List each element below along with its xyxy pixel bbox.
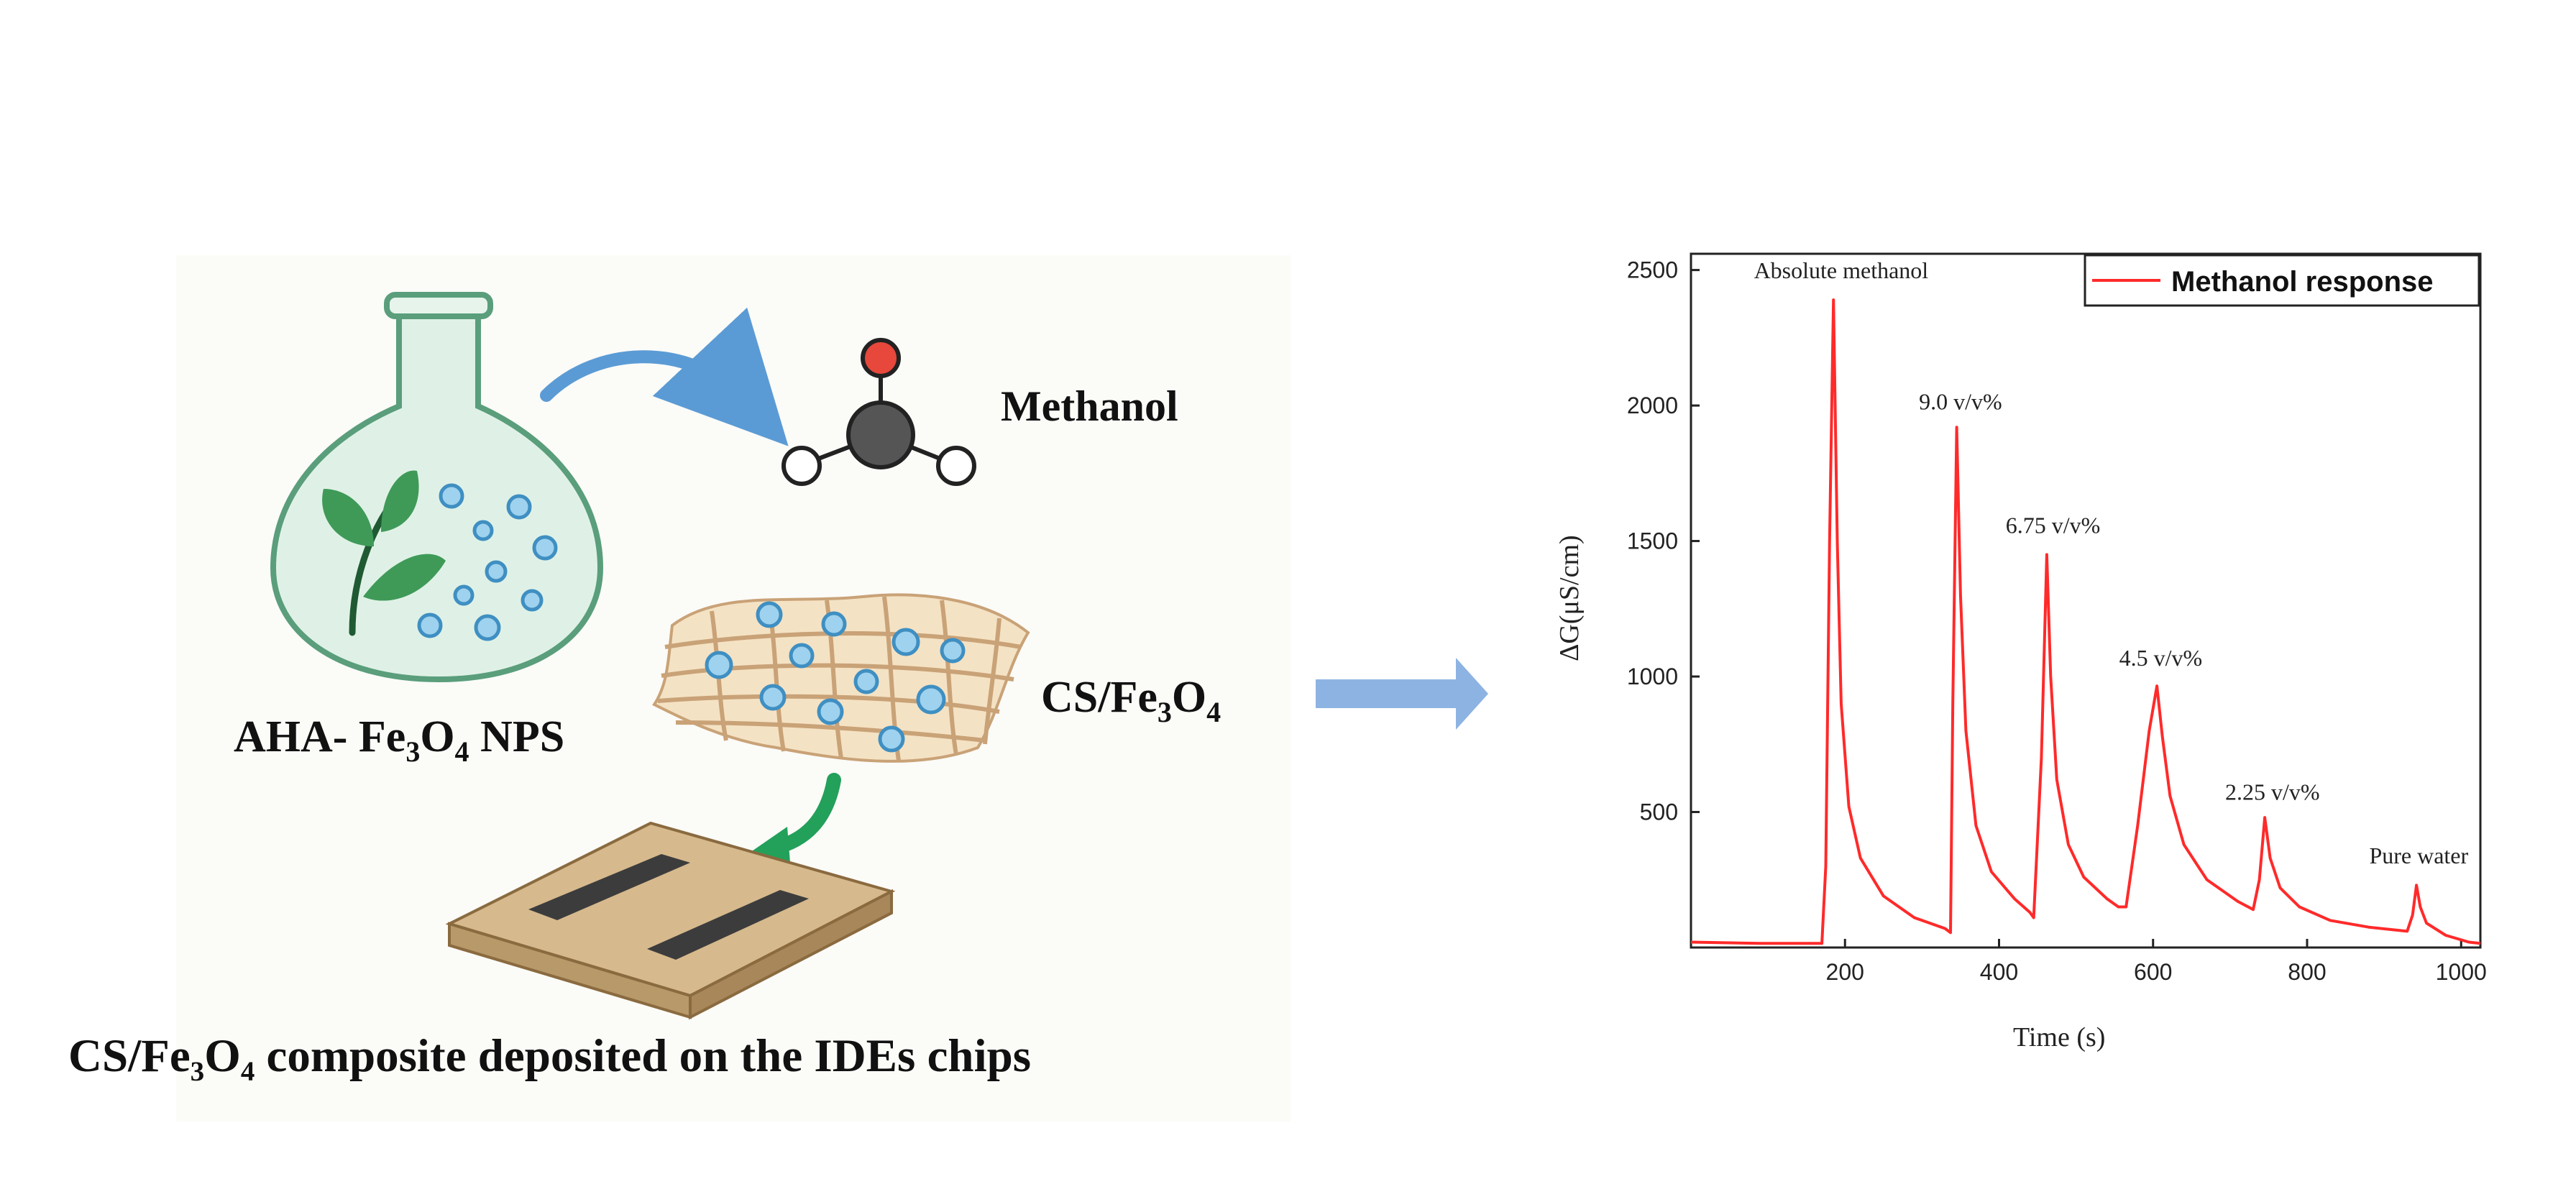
ide-chip-illustration [445,821,896,1020]
series-line-methanol-response [1690,298,2481,945]
carbon-atom [846,400,915,469]
leaf-icon [322,470,446,636]
peak-annotation: Pure water [2369,843,2468,868]
deposition-caption: CS/Fe₃O₄ composite deposited on the IDEs… [68,1030,1031,1082]
y-tick-label: 1000 [1627,664,1678,689]
y-tick-label: 1500 [1627,528,1678,554]
x-tick-label: 800 [2288,959,2326,985]
y-tick-label: 2000 [1627,393,1678,418]
peak-annotation: 9.0 v/v% [1919,389,2002,415]
y-tick-label: 2500 [1627,257,1678,283]
x-tick-label: 1000 [2436,959,2487,985]
methanol-label: Methanol [1001,382,1178,430]
hydrogen-atom [936,446,976,486]
response-chart: 200 400 600 800 1000 500 1000 1500 2000 2500 Abso… [1554,252,2487,1052]
legend: Methanol response [2084,254,2480,307]
flask-illustration [270,292,604,683]
nanoparticle-bubbles [417,483,558,641]
electrode [647,890,809,960]
hydrogen-atom [781,446,822,486]
flask-rim [384,292,493,319]
nanoparticle-label: AHA- Fe3O4 NPS [234,712,564,768]
nanoparticle-bubbles [705,601,966,753]
x-tick-label: 400 [1980,959,2018,985]
composite-label: CS/Fe3O4 [1041,673,1221,728]
x-tick-label: 200 [1826,959,1864,985]
x-axis-label: Time (s) [2013,1022,2105,1052]
x-tick-label: 600 [2134,959,2172,985]
chip-right-side [689,889,893,1020]
legend-label: Methanol response [2171,266,2434,298]
y-tick-label: 500 [1640,799,1678,825]
oxygen-atom [861,338,901,378]
peak-annotation: Absolute methanol [1754,257,1929,283]
chitosan-mesh-illustration [652,593,1030,763]
peak-annotation: 4.5 v/v% [2119,645,2203,671]
curved-arrow-icon [540,307,789,446]
peak-annotation: 6.75 v/v% [2006,512,2101,538]
peak-annotation: 2.25 v/v% [2225,779,2320,805]
process-arrow-icon [1316,658,1488,730]
electrode [528,854,690,920]
plot-frame [1690,252,2482,949]
methanol-molecule-icon [781,338,976,486]
y-axis-label: ΔG(μS/cm) [1554,535,1585,661]
